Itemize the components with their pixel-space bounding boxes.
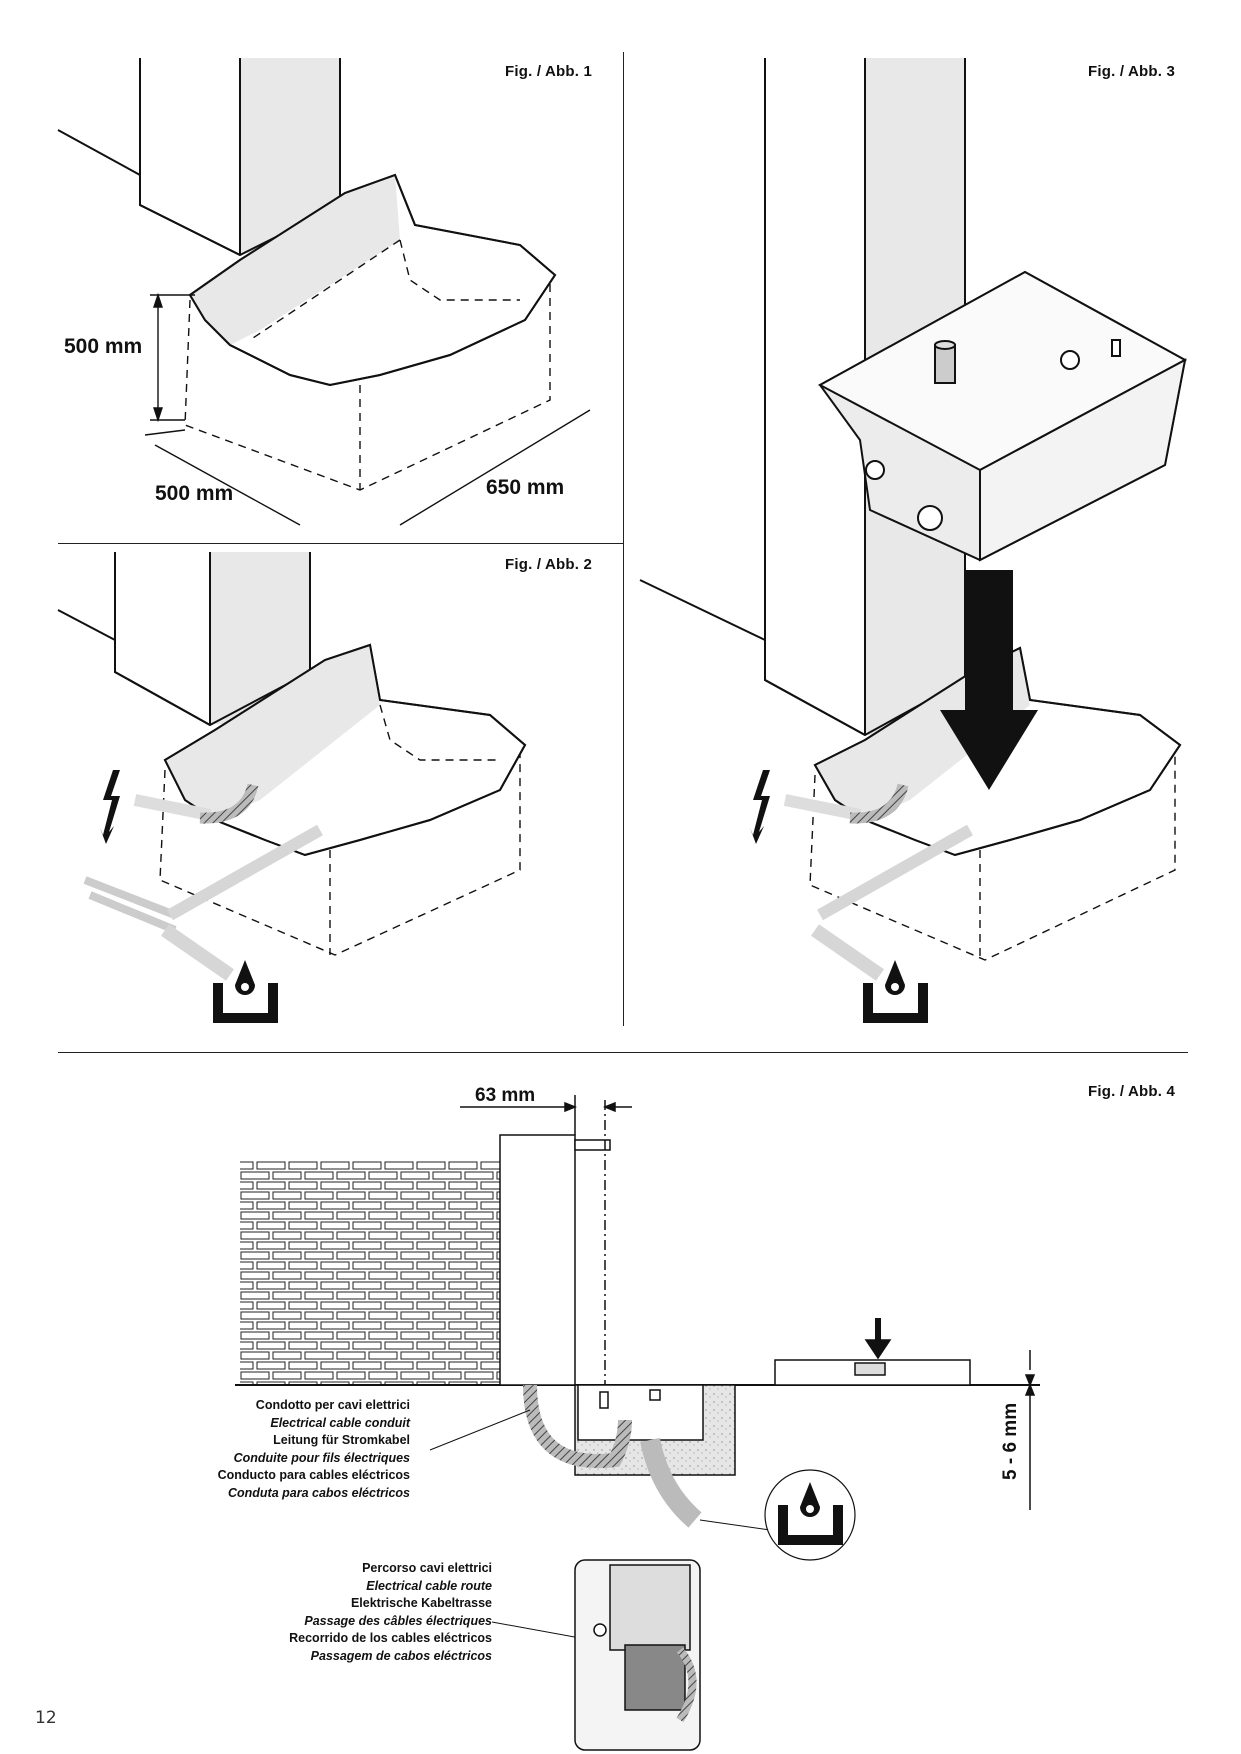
drainage-icon	[863, 960, 928, 1023]
route-caption-en: Electrical cable route	[366, 1578, 492, 1593]
lightning-icon	[100, 770, 120, 844]
fig4-drawing	[235, 1095, 1040, 1751]
fig3-label: Fig. / Abb. 3	[1088, 63, 1176, 80]
route-caption: Percorso cavi elettrici Electrical cable…	[230, 1560, 492, 1665]
horizontal-separator-fig4	[58, 1052, 1188, 1053]
fig2-label: Fig. / Abb. 2	[505, 556, 593, 573]
fig4-dim-offset: 63 mm	[475, 1085, 536, 1106]
lightning-icon	[750, 770, 770, 844]
horizontal-separator-fig1-fig2	[58, 543, 623, 544]
fig1-label: Fig. / Abb. 1	[505, 63, 593, 80]
fig1-dim-width: 500 mm	[155, 482, 234, 505]
route-caption-pt: Passagem de cabos eléctricos	[310, 1648, 492, 1663]
fig1-drawing	[57, 58, 591, 526]
conduit-caption-pt: Conduta para cabos eléctricos	[227, 1485, 410, 1500]
fig3-drawing	[639, 58, 1188, 981]
drainage-icon	[778, 1482, 843, 1545]
fig1-dim-depth: 650 mm	[486, 476, 565, 499]
vertical-separator	[623, 52, 624, 1026]
conduit-caption-fr: Conduite pour fils électriques	[233, 1450, 410, 1465]
down-arrow-icon	[940, 570, 1038, 790]
conduit-caption: Condotto per cavi elettrici Electrical c…	[160, 1397, 410, 1502]
route-caption-de: Elektrische Kabeltrasse	[350, 1596, 492, 1610]
conduit-caption-it: Condotto per cavi elettrici	[255, 1398, 410, 1412]
route-caption-fr: Passage des câbles électriques	[304, 1613, 492, 1628]
fig1-dim-height: 500 mm	[64, 335, 143, 358]
drainage-icon	[213, 960, 278, 1023]
fig4-label: Fig. / Abb. 4	[1088, 1083, 1176, 1100]
conduit-caption-es: Conducto para cables eléctricos	[217, 1468, 410, 1482]
fig2-drawing	[57, 552, 527, 981]
route-caption-it: Percorso cavi elettrici	[362, 1561, 492, 1575]
conduit-caption-de: Leitung für Stromkabel	[273, 1433, 410, 1447]
conduit-caption-en: Electrical cable conduit	[270, 1415, 410, 1430]
route-caption-es: Recorrido de los cables eléctricos	[289, 1631, 492, 1645]
page-number: 12	[35, 1708, 57, 1728]
